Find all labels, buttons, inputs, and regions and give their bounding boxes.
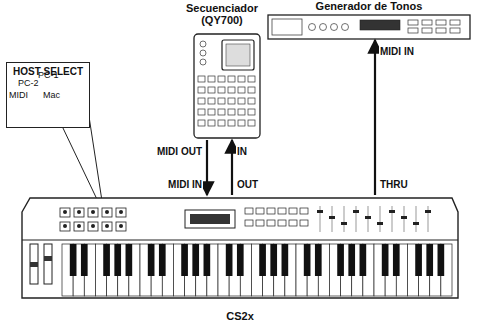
device-label: CS2x [225,310,255,322]
keyboard-keys [62,244,452,296]
keyboard-panel-edge [22,240,458,241]
tone-generator-display [360,20,400,30]
tone-generator-panel [272,19,302,35]
port-label: MIDI IN [167,179,203,190]
sequencer-display [226,44,250,66]
midi-cable [231,140,233,195]
switch-position-label: PC-1 [37,70,60,80]
port-label: IN [236,146,248,157]
keyboard-display [185,210,235,228]
port-label: THRU [379,179,409,190]
sequencer-device: Secuenciador (QY700) [179,2,265,140]
wheel-mark [44,256,52,261]
device-label: Generador de Tonos [315,0,424,12]
tone-generator-device: Generador de Tonos [266,0,472,40]
port-label: OUT [236,179,259,190]
sequencer-screen [222,40,254,70]
port-label: MIDI OUT [156,146,203,157]
keyboard-lcd [190,214,230,224]
switch-position-label: MIDI [8,90,29,100]
wheel-mark [30,262,38,267]
midi-cable [374,40,376,195]
mod-wheel [44,244,52,284]
device-label: Secuenciador (QY700) [179,2,265,26]
switch-position-label: PC-2 [17,78,40,88]
tone-generator-buttons [309,20,461,33]
keyboard-body [22,198,458,298]
midi-cable [206,140,208,195]
port-label: MIDI IN [379,46,415,57]
sequencer-body [194,34,260,138]
sequencer-buttons [198,41,255,126]
keyboard-knobs [60,206,431,232]
pitch-wheel [30,244,38,284]
tone-generator-body [268,15,470,39]
keyboard-device: CS2x [18,195,462,322]
switch-position-label: Mac [42,90,61,100]
